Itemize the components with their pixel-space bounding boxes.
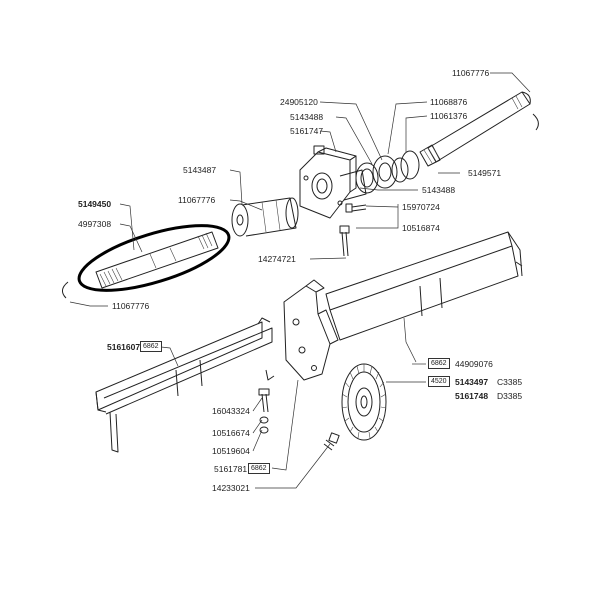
label-5161748-suffix: D3385 [497,391,523,401]
label-5149571: 5149571 [468,168,502,178]
label-5161781: 5161781 [214,464,248,474]
ref-box-44909076: 6862 [428,358,450,369]
label-5143497: 5143497 [455,377,489,387]
label-24905120: 24905120 [280,97,318,107]
label-11067776-mid: 11067776 [178,195,216,205]
snap-ring-top [532,113,539,131]
leader-lines [69,72,531,489]
channel-frame-right [325,231,523,341]
label-11067776-top: 11067776 [452,68,490,78]
bolt-14233021 [323,432,340,451]
seal-rings [355,150,420,194]
washer-10516674 [259,416,269,424]
label-14233021: 14233021 [212,483,250,493]
label-5161607: 5161607 [107,342,141,352]
label-5143487: 5143487 [183,165,217,175]
label-11061376: 11061376 [430,111,468,121]
ref-box-5143497: 4520 [428,376,450,387]
snap-ring-low [62,281,69,299]
bearing-housing [299,145,367,219]
long-splined-shaft [419,91,531,167]
label-10519604: 10519604 [212,446,250,456]
label-5149450: 5149450 [78,199,112,209]
mounting-bracket [283,279,339,381]
label-11067776-low: 11067776 [112,301,150,311]
label-15970724: 15970724 [402,202,440,212]
ref-box-5161607: 6862 [140,341,162,352]
label-5161747: 5161747 [290,126,324,136]
label-5143488-b: 5143488 [422,185,456,195]
half-shaft-5149450 [95,231,219,289]
brake-disc [341,363,387,441]
stub-shaft-5143487 [231,197,299,237]
label-10516674: 10516674 [212,428,250,438]
bolt-15970724 [345,203,367,213]
label-4997308: 4997308 [78,219,112,229]
bolt-16043324 [258,388,270,413]
bolt-14274721 [339,225,350,257]
label-5143497-suffix: C3385 [497,377,523,387]
label-10516874: 10516874 [402,223,440,233]
label-11068876: 11068876 [430,97,468,107]
label-5143488-a: 5143488 [290,112,324,122]
label-44909076: 44909076 [455,359,493,369]
highlight-oval [77,224,231,292]
ref-box-5161781: 6862 [248,463,270,474]
label-14274721: 14274721 [258,254,296,264]
label-5161748: 5161748 [455,391,489,401]
label-16043324: 16043324 [212,406,250,416]
channel-frame-left [95,317,275,453]
washer-10519604 [259,426,269,434]
